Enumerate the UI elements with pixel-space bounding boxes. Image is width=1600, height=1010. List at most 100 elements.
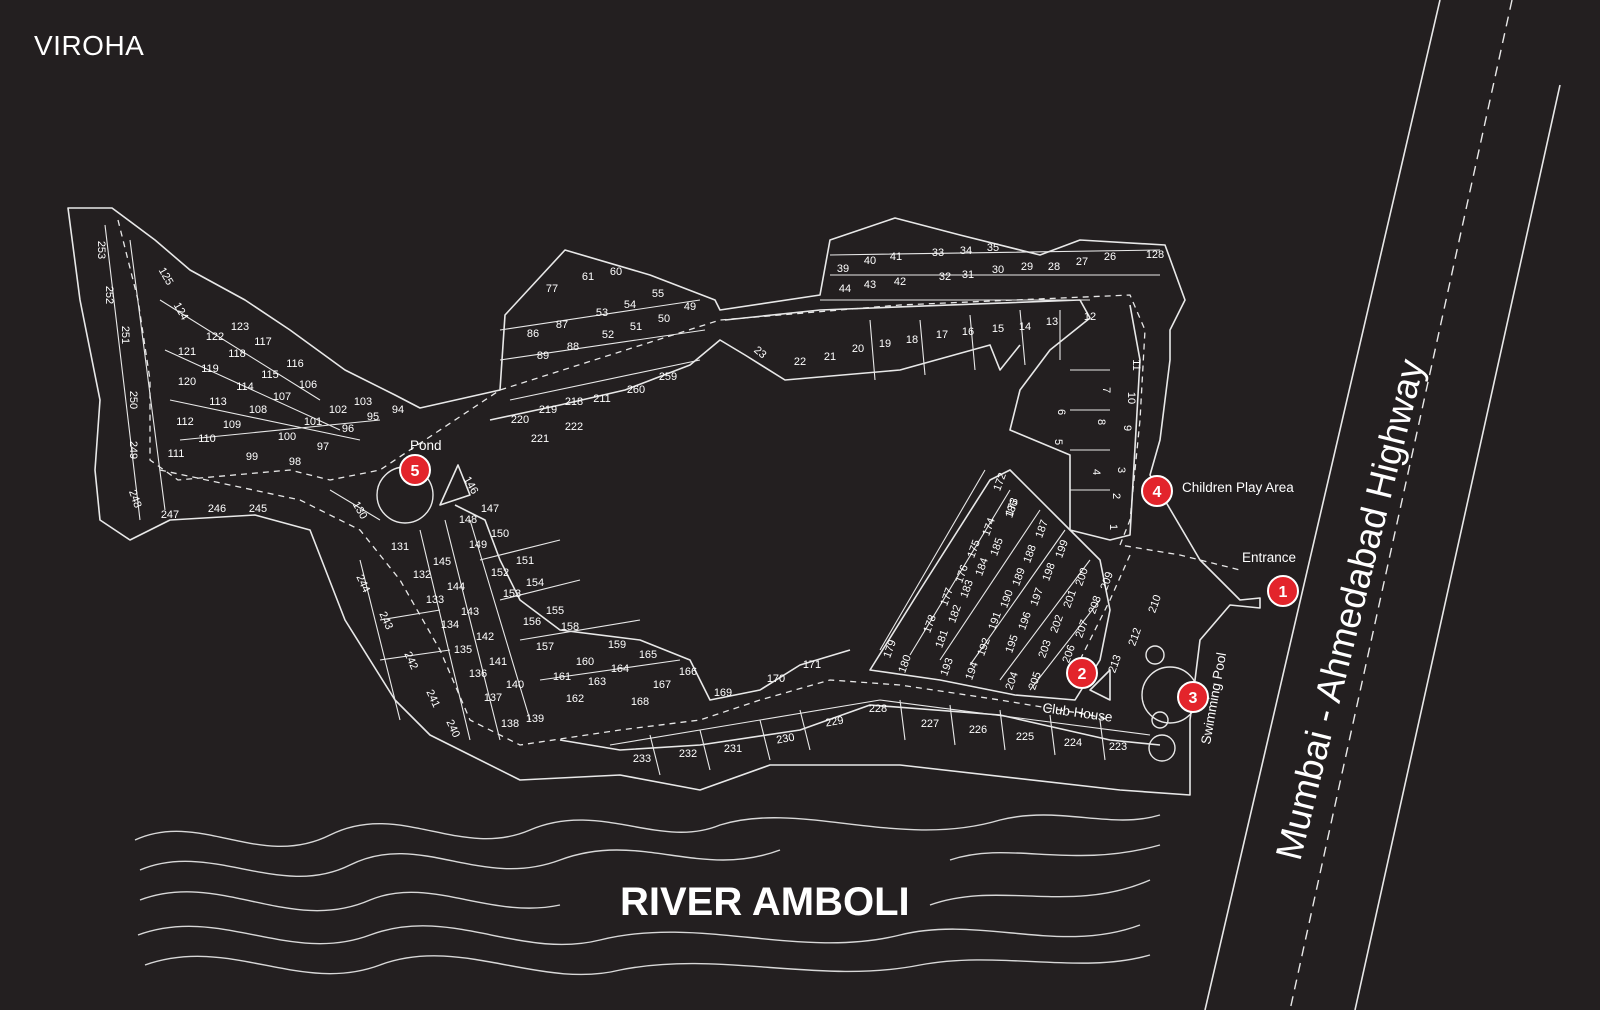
plot-number[interactable]: 95	[367, 411, 379, 423]
plot-number[interactable]: 1	[1107, 524, 1119, 530]
plot-number[interactable]: 181	[933, 628, 951, 649]
plot-number[interactable]: 135	[454, 644, 472, 656]
plot-number[interactable]: 115	[261, 369, 279, 381]
plot-number[interactable]: 252	[103, 286, 115, 304]
plot-number[interactable]: 173	[1003, 496, 1021, 517]
plot-number[interactable]: 174	[980, 516, 998, 537]
plot-number[interactable]: 102	[329, 404, 347, 416]
plot-number[interactable]: 222	[565, 421, 583, 433]
plot-number[interactable]: 212	[1126, 626, 1144, 647]
plot-number[interactable]: 207	[1073, 618, 1091, 639]
plot-number[interactable]: 49	[684, 301, 696, 313]
plot-number[interactable]: 202	[1048, 613, 1066, 634]
plot-number[interactable]: 132	[413, 569, 431, 581]
plot-number[interactable]: 169	[714, 687, 732, 699]
plot-number[interactable]: 168	[631, 696, 649, 708]
plot-number[interactable]: 111	[168, 448, 185, 460]
plot-number[interactable]: 191	[986, 610, 1004, 631]
plot-number[interactable]: 210	[1146, 593, 1164, 614]
plot-number[interactable]: 130	[350, 500, 370, 522]
plot-number[interactable]: 179	[881, 638, 899, 659]
plot-number[interactable]: 5	[1052, 439, 1064, 445]
plot-number[interactable]: 245	[249, 503, 267, 515]
plot-number[interactable]: 198	[1040, 561, 1058, 582]
plot-number[interactable]: 97	[317, 441, 329, 453]
plot-number[interactable]: 225	[1016, 731, 1034, 743]
plot-number[interactable]: 248	[126, 488, 144, 509]
plot-number[interactable]: 200	[1073, 566, 1091, 587]
plot-number[interactable]: 185	[988, 536, 1006, 557]
plot-number[interactable]: 30	[992, 264, 1004, 276]
plot-number[interactable]: 182	[946, 603, 964, 624]
plot-number[interactable]: 213	[1106, 653, 1124, 674]
plot-number[interactable]: 142	[476, 631, 494, 643]
plot-number[interactable]: 140	[506, 679, 524, 691]
plot-number[interactable]: 33	[932, 247, 944, 259]
plot-number[interactable]: 13	[1046, 316, 1058, 328]
plot-number[interactable]: 86	[527, 328, 539, 340]
plot-number[interactable]: 153	[503, 588, 521, 600]
plot-number[interactable]: 240	[443, 718, 462, 740]
plot-number[interactable]: 21	[824, 351, 836, 363]
plot-number[interactable]: 137	[484, 692, 502, 704]
plot-number[interactable]: 39	[837, 263, 849, 275]
plot-number[interactable]: 230	[775, 732, 795, 747]
plot-number[interactable]: 232	[679, 748, 697, 760]
plot-number[interactable]: 253	[95, 241, 107, 259]
plot-number[interactable]: 196	[1016, 610, 1034, 631]
plot-number[interactable]: 87	[556, 319, 568, 331]
plot-number[interactable]: 53	[596, 307, 608, 319]
plot-number[interactable]: 101	[304, 416, 322, 428]
plot-number[interactable]: 176	[953, 563, 971, 584]
plot-number[interactable]: 88	[567, 341, 579, 353]
plot-number[interactable]: 41	[890, 251, 902, 263]
plot-number[interactable]: 26	[1104, 251, 1116, 263]
plot-number[interactable]: 159	[608, 639, 626, 651]
plot-number[interactable]: 16	[962, 326, 974, 338]
plot-number[interactable]: 6	[1055, 409, 1067, 415]
plot-number[interactable]: 110	[198, 433, 216, 445]
plot-number[interactable]: 143	[461, 606, 479, 618]
plot-number[interactable]: 158	[561, 621, 579, 633]
plot-number[interactable]: 29	[1021, 261, 1033, 273]
plot-number[interactable]: 218	[565, 396, 583, 408]
plot-number[interactable]: 60	[610, 266, 622, 278]
plot-number[interactable]: 44	[839, 283, 851, 295]
plot-number[interactable]: 206	[1060, 643, 1078, 664]
plot-number[interactable]: 138	[501, 718, 519, 730]
plot-number[interactable]: 54	[624, 299, 636, 311]
plot-number[interactable]: 184	[973, 556, 991, 577]
plot-number[interactable]: 152	[491, 567, 509, 579]
plot-number[interactable]: 11	[1130, 359, 1142, 370]
plot-number[interactable]: 50	[658, 313, 670, 325]
plot-number[interactable]: 171	[803, 659, 821, 671]
plot-number[interactable]: 166	[679, 666, 697, 678]
plot-number[interactable]: 231	[724, 743, 742, 755]
plot-number[interactable]: 224	[1064, 737, 1082, 749]
plot-number[interactable]: 199	[1053, 538, 1071, 559]
plot-number[interactable]: 106	[299, 379, 317, 391]
plot-number[interactable]: 2	[1110, 493, 1122, 499]
plot-number[interactable]: 244	[353, 573, 372, 595]
plot-number[interactable]: 243	[376, 610, 395, 632]
plot-number[interactable]: 165	[639, 649, 657, 661]
plot-number[interactable]: 89	[537, 350, 549, 362]
plot-number[interactable]: 144	[447, 581, 465, 593]
plot-number[interactable]: 103	[354, 396, 372, 408]
plot-number[interactable]: 228	[869, 703, 887, 715]
plot-number[interactable]: 233	[633, 753, 651, 765]
plot-number[interactable]: 162	[566, 693, 584, 705]
plot-number[interactable]: 98	[289, 456, 301, 468]
plot-number[interactable]: 227	[921, 718, 939, 730]
plot-number[interactable]: 12	[1084, 311, 1096, 323]
marker-swimming-pool[interactable]: 3	[1177, 681, 1209, 713]
plot-number[interactable]: 187	[1033, 518, 1051, 539]
plot-number[interactable]: 189	[1010, 566, 1028, 587]
plot-number[interactable]: 7	[1100, 387, 1112, 393]
plot-number[interactable]: 77	[546, 283, 558, 295]
plot-number[interactable]: 119	[201, 363, 219, 375]
plot-number[interactable]: 259	[659, 371, 677, 383]
plot-number[interactable]: 194	[963, 660, 981, 681]
plot-number[interactable]: 251	[119, 326, 131, 344]
plot-number[interactable]: 4	[1090, 469, 1102, 475]
